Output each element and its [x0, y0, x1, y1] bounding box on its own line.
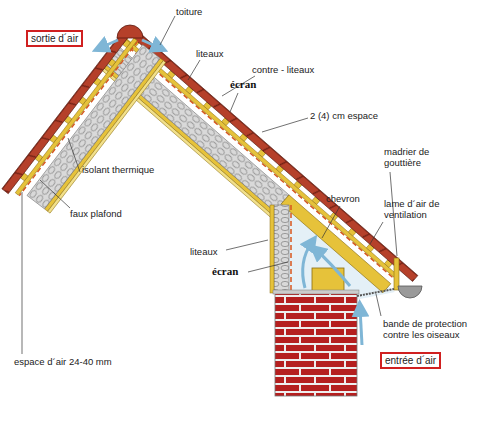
part-label: toiture — [176, 6, 202, 17]
part-label: faux plafond — [70, 208, 122, 219]
part-label: écran — [230, 79, 256, 90]
node-text: entrée d´air — [385, 354, 436, 367]
part-label: écran — [212, 266, 238, 277]
part-label: liteaux — [190, 246, 217, 257]
air-flow-box: entrée d´air — [380, 352, 441, 369]
air-flow-box: sortie d´air — [26, 30, 83, 47]
dimension-label: espace d´air 24-40 mm — [14, 356, 112, 367]
part-label: lame d´air de ventilation — [384, 198, 464, 220]
dimension-label: 2 (4) cm espace — [310, 110, 378, 121]
part-label: contre - liteaux — [252, 64, 314, 75]
part-label: bande de protection contre les oiseaux — [383, 318, 478, 340]
part-label: chevron — [326, 193, 360, 204]
node-text: sortie d´air — [31, 32, 78, 45]
part-label: liteaux — [196, 48, 223, 59]
part-label: madrier de gouttière — [384, 146, 454, 168]
part-label: isolant thermique — [82, 164, 154, 175]
